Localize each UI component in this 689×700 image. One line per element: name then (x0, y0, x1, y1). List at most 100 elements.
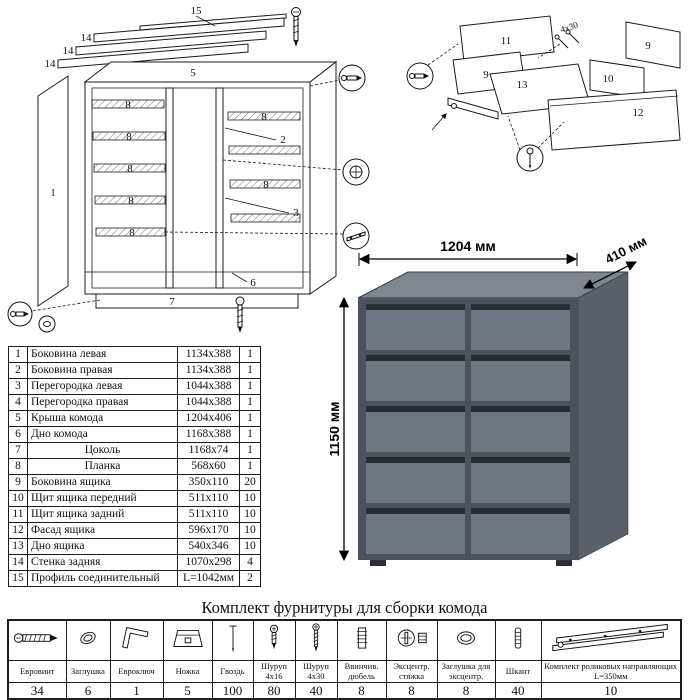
euroscrew-icon (14, 633, 59, 643)
dresser-foot (370, 560, 386, 566)
screw-icon (554, 29, 580, 49)
part-qty: 1 (239, 410, 261, 427)
hardware-qty: 100 (211, 682, 254, 700)
dowel-insert-icon (356, 627, 367, 649)
part-qty: 10 (239, 538, 261, 555)
hexkey-icon (121, 626, 149, 649)
table-row: 5 Крыша комода 1204x406 1 (8, 410, 261, 427)
part-qty: 1 (239, 458, 261, 475)
hardware-name: Ввинчив. дюбель (336, 659, 387, 684)
parts-list-table: 1 Боковина левая 1134x388 1 2 Боковина п… (8, 346, 261, 587)
cabinet-top-panel (83, 61, 338, 83)
part-label-9: 9 (483, 69, 489, 81)
hardware-qty: 6 (65, 682, 111, 700)
part-number: 9 (8, 474, 28, 491)
part-size: 596x170 (177, 522, 240, 539)
hardware-icon-cell (336, 619, 387, 661)
part-size: 1204x406 (177, 410, 240, 427)
table-row: 1 Боковина левая 1134x388 1 (8, 346, 261, 363)
part-name: Щит ящика задний (27, 506, 178, 523)
hardware-qty: 5 (162, 682, 213, 700)
part-size: L=1042мм (177, 570, 240, 587)
drawer-slides-icon (552, 623, 668, 652)
table-row: 6 Дно комода 1168x388 1 (8, 426, 261, 443)
part-size: 1168x74 (177, 442, 240, 459)
back-wall-slat (93, 17, 285, 43)
part-size: 1044x388 (177, 378, 240, 395)
part-label-8: 8 (263, 179, 269, 191)
part-size: 540x346 (177, 538, 240, 555)
part-size: 1044x388 (177, 394, 240, 411)
table-row: 3 Перегородка левая 1044x388 1 (8, 378, 261, 395)
part-number: 15 (8, 570, 28, 587)
part-size: 1070x298 (177, 554, 240, 571)
part-label-14: 14 (45, 58, 57, 70)
hardware-name: Гвоздь (211, 659, 254, 684)
part-qty: 4 (239, 554, 261, 571)
drawer-side-panel (625, 21, 681, 69)
table-row: 9 Боковина ящика 350x110 20 (8, 474, 261, 491)
cam-cap-icon (457, 631, 475, 645)
hardware-name: Заглушка (65, 659, 111, 684)
hardware-icon-cell (540, 619, 682, 661)
part-number: 14 (8, 554, 28, 571)
back-wall-slat (57, 43, 249, 69)
part-number: 12 (8, 522, 28, 539)
wood-dowel-icon (514, 627, 522, 649)
hardware-icon-cell (211, 619, 254, 661)
drawer-rail (229, 179, 301, 189)
screw-callout (516, 144, 544, 172)
confirmat-screw-icon (291, 7, 301, 47)
part-number: 13 (8, 538, 28, 555)
part-qty: 1 (239, 378, 261, 395)
part-name: Боковина правая (27, 362, 178, 379)
hardware-qty: 34 (7, 682, 67, 700)
part-name: Профиль соединительный (27, 570, 178, 587)
table-row: 11 Щит ящика задний 511x110 10 (8, 506, 261, 523)
part-name: Щит ящика передний (27, 490, 178, 507)
table-row: 2 Боковина правая 1134x388 1 (8, 362, 261, 379)
part-label-15: 15 (191, 5, 203, 17)
hardware-qty: 1 (109, 682, 164, 700)
hardware-qty: 80 (252, 682, 296, 700)
part-number: 5 (8, 410, 28, 427)
screw-4x16-icon (269, 624, 279, 649)
part-name: Цоколь (27, 442, 178, 459)
drawer-rail (92, 131, 166, 141)
cam-callout (342, 158, 370, 186)
part-name: Боковина ящика (27, 474, 178, 491)
connecting-profile (139, 13, 287, 31)
partition-left (165, 87, 174, 289)
part-size: 350x110 (177, 474, 240, 491)
drawer-back-panel (459, 15, 555, 63)
dresser-side (577, 271, 629, 561)
part-qty: 10 (239, 490, 261, 507)
part-name: Крыша комода (27, 410, 178, 427)
hardware-name: Евровинт (7, 659, 67, 684)
nail-icon (228, 625, 237, 653)
hardware-name: Шкант (494, 659, 542, 684)
carcass-exploded-diagram: 15 14 14 14 5 1 8 8 8 8 8 8 8 2 3 7 6 (7, 5, 370, 333)
table-row: 8 Планка 568x60 1 (8, 458, 261, 475)
part-name: Дно ящика (27, 538, 178, 555)
part-label-8: 8 (128, 195, 134, 207)
part-number: 2 (8, 362, 28, 379)
part-label-12: 12 (633, 107, 644, 119)
drawer-rail (91, 99, 165, 109)
part-size: 1168x388 (177, 426, 240, 443)
hardware-icon-cell (65, 619, 111, 661)
part-qty: 1 (239, 362, 261, 379)
table-row: 4 Перегородка правая 1044x388 1 (8, 394, 261, 411)
part-label-8: 8 (261, 111, 267, 123)
cap-icon (80, 631, 96, 645)
part-label-14: 14 (81, 32, 93, 44)
part-size: 568x60 (177, 458, 240, 475)
part-name: Перегородка правая (27, 394, 178, 411)
part-label-8: 8 (127, 163, 133, 175)
hardware-qty: 40 (294, 682, 338, 700)
part-number: 3 (8, 378, 28, 395)
drawer-exploded-diagram: 11 4x30 9 13 10 9 12 (406, 15, 681, 172)
part-number: 6 (8, 426, 28, 443)
part-size: 1134x388 (177, 346, 240, 363)
cam-lock-icon (397, 629, 427, 647)
